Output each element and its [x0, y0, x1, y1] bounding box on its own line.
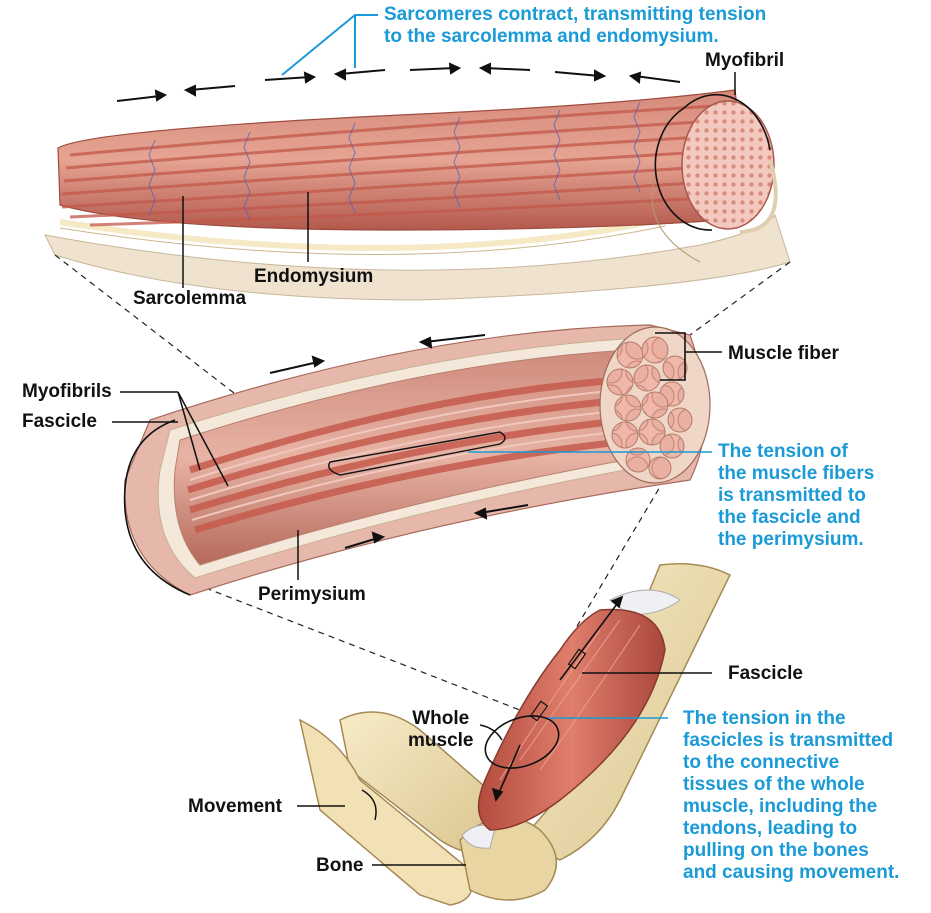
arm-drawing — [297, 564, 730, 905]
fascicle-tension-note: The tension in the fascicles is transmit… — [683, 708, 899, 884]
sarcomere-callout — [282, 15, 378, 75]
label-movement: Movement — [188, 796, 282, 818]
fascicle-tension-line-2: fascicles is transmitted — [683, 730, 899, 752]
fascicle-tension-line-6: tendons, leading to — [683, 818, 899, 840]
tension-arrows-top — [117, 64, 680, 101]
fiber-tension-line-4: the fascicle and — [718, 507, 874, 529]
fiber-tension-line-5: the perimysium. — [718, 529, 874, 551]
fascicle-tension-line-8: and causing movement. — [683, 862, 899, 884]
label-endomysium: Endomysium — [254, 266, 373, 288]
label-whole-muscle: Whole muscle — [408, 708, 473, 752]
fascicle-tension-line-4: tissues of the whole — [683, 774, 899, 796]
sarcomere-note: Sarcomeres contract, transmitting tensio… — [384, 4, 766, 48]
fiber-tension-line-2: the muscle fibers — [718, 463, 874, 485]
whole-muscle-line-1: Whole — [408, 708, 473, 730]
label-myofibril: Myofibril — [705, 50, 784, 72]
fiber-tension-line-3: is transmitted to — [718, 485, 874, 507]
sarcomere-note-line-2: to the sarcolemma and endomysium. — [384, 26, 766, 48]
label-perimysium: Perimysium — [258, 584, 366, 606]
label-myofibrils: Myofibrils — [22, 381, 112, 403]
fascicle-drawing — [112, 325, 722, 595]
label-bone: Bone — [316, 855, 364, 877]
fascicle-tension-line-3: to the connective — [683, 752, 899, 774]
fascicle-tension-line-1: The tension in the — [683, 708, 899, 730]
fiber-tension-note: The tension of the muscle fibers is tran… — [718, 441, 874, 551]
fascicle-tension-line-5: muscle, including the — [683, 796, 899, 818]
fascicle-tension-line-7: pulling on the bones — [683, 840, 899, 862]
fiber-tension-line-1: The tension of — [718, 441, 874, 463]
whole-muscle-line-2: muscle — [408, 730, 473, 752]
label-fascicle-middle: Fascicle — [22, 411, 97, 433]
sarcomere-note-line-1: Sarcomeres contract, transmitting tensio… — [384, 4, 766, 26]
label-sarcolemma: Sarcolemma — [133, 288, 246, 310]
muscle-fiber-drawing — [45, 72, 790, 300]
label-muscle-fiber: Muscle fiber — [728, 343, 839, 365]
label-fascicle-lower: Fascicle — [728, 663, 803, 685]
